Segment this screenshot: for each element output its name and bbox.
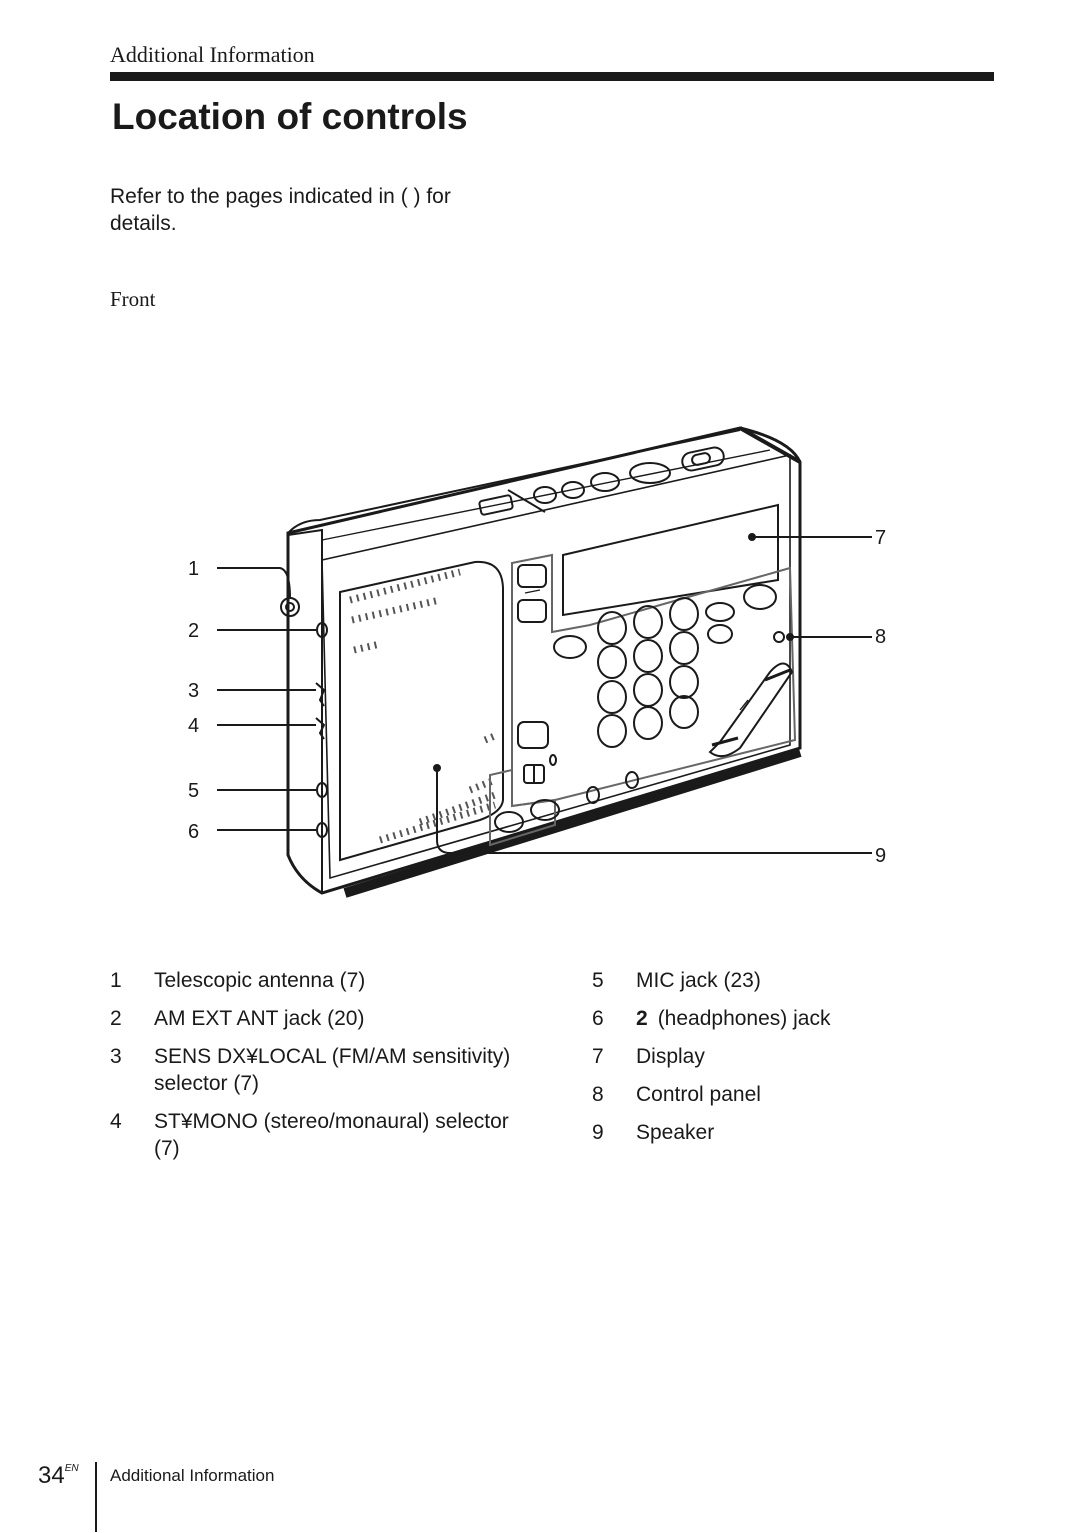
legend-text: MIC jack (23) [636, 969, 761, 992]
legend-item: 6 2 (headphones) jack [592, 1005, 992, 1032]
legend-item: 5 MIC jack (23) [592, 967, 992, 994]
legend-number: 3 [110, 1045, 122, 1068]
callout-4: 4 [188, 715, 199, 737]
legend-text: Speaker [636, 1121, 715, 1144]
callout-5: 5 [188, 780, 199, 802]
section-label: Additional Information [110, 42, 315, 67]
headphones-symbol: 2 [636, 1007, 648, 1030]
legend-number: 1 [110, 969, 122, 992]
legend-item: 7 Display [592, 1043, 992, 1070]
legend-text: Control panel [636, 1083, 761, 1106]
page-number: 34EN [38, 1462, 79, 1490]
legend-text: ST¥MONO (stereo/monaural) selector (7) [154, 1110, 509, 1160]
page-number-value: 34 [38, 1462, 65, 1489]
legend-item: 9 Speaker [592, 1119, 992, 1146]
legend-item: 1 Telescopic antenna (7) [110, 967, 530, 994]
callout-3: 3 [188, 680, 199, 702]
leader-lines [217, 533, 872, 854]
callout-6: 6 [188, 821, 199, 843]
control-buttons [494, 564, 794, 833]
header-rule [110, 72, 994, 81]
legend-text: Display [636, 1045, 705, 1068]
legend-number: 2 [110, 1007, 122, 1030]
callout-7: 7 [875, 527, 886, 549]
legend-item: 2 AM EXT ANT jack (20) [110, 1005, 530, 1032]
legend-text: (headphones) jack [657, 1007, 831, 1030]
side-controls [280, 597, 328, 838]
legend-item: 3 SENS DX¥LOCAL (FM/AM sensitivity) selec… [110, 1043, 530, 1097]
legend-right: 5 MIC jack (23) 6 2 (headphones) jack 7 Disp… [592, 967, 992, 1157]
legend-number: 8 [592, 1083, 604, 1106]
speaker-panel [339, 560, 504, 862]
footer-section: Additional Information [110, 1466, 275, 1485]
callout-8: 8 [875, 626, 886, 648]
page-number-suffix: EN [64, 1463, 79, 1474]
page-title: Location of controls [112, 96, 468, 137]
footer-rule [95, 1462, 97, 1532]
figure-caption: Front [110, 287, 156, 311]
legend-text: AM EXT ANT jack (20) [154, 1007, 365, 1030]
intro-text: Refer to the pages indicated in ( ) for … [110, 185, 451, 235]
legend-number: 6 [592, 1007, 604, 1030]
legend-text: SENS DX¥LOCAL (FM/AM sensitivity) select… [154, 1045, 511, 1095]
legend-number: 7 [592, 1045, 604, 1068]
callout-numbers: 1 2 3 4 5 6 7 8 9 [188, 527, 886, 867]
display-window [562, 503, 779, 617]
callout-1: 1 [188, 558, 199, 580]
legend-number: 4 [110, 1110, 122, 1133]
top-controls [478, 446, 725, 516]
legend-item: 8 Control panel [592, 1081, 992, 1108]
legend-number: 5 [592, 969, 604, 992]
legend-text: Telescopic antenna (7) [154, 969, 366, 992]
radio-body [286, 426, 802, 898]
legend-number: 9 [592, 1121, 604, 1144]
radio-front-illustration: 1 2 3 4 5 6 7 8 9 [188, 426, 886, 898]
callout-2: 2 [188, 620, 199, 642]
callout-9: 9 [875, 845, 886, 867]
legend-item: 4 ST¥MONO (stereo/monaural) selector (7) [110, 1108, 530, 1162]
legend-left: 1 Telescopic antenna (7) 2 AM EXT ANT jack… [110, 967, 530, 1173]
